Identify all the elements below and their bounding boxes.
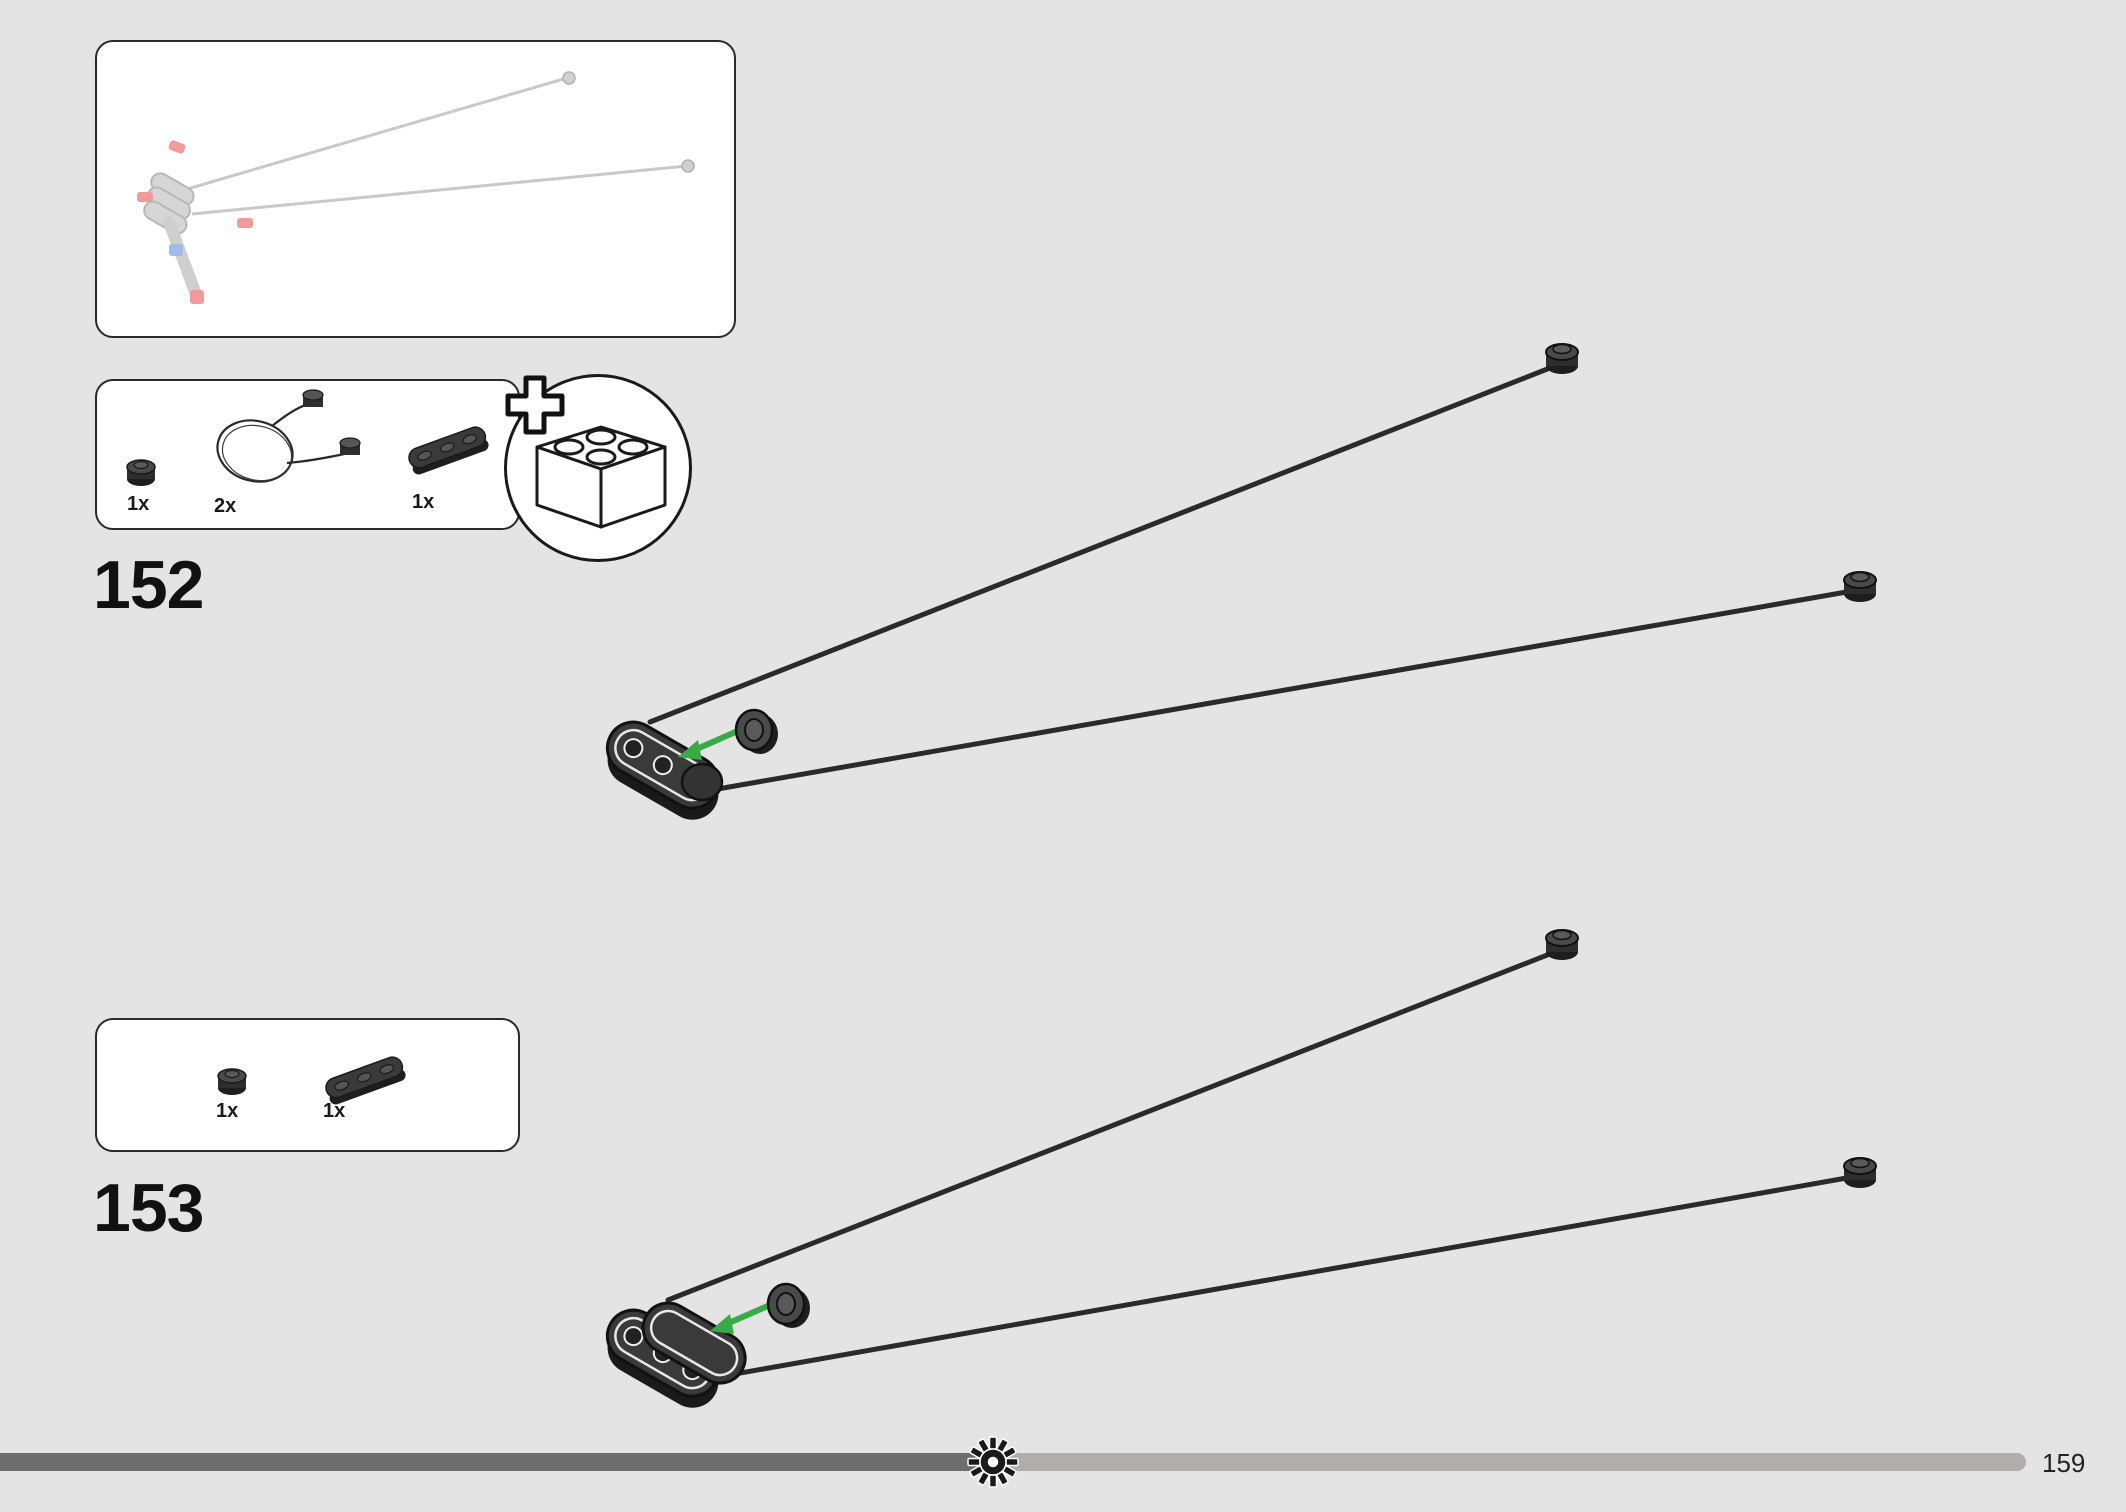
qty-plate-1x3: 1x <box>412 491 435 513</box>
plate-1x3-icon <box>325 1056 406 1105</box>
progress-bar <box>0 1453 2026 1471</box>
round-plate-icon <box>126 459 156 486</box>
parts-illustrations-152 <box>126 389 489 486</box>
qty-round-plate: 1x <box>216 1100 239 1122</box>
qty-string: 2x <box>214 495 237 517</box>
string-with-studs-icon <box>216 389 361 483</box>
faded-model-illustration <box>137 71 695 304</box>
parts-list-step-152: 1x 2x 1x <box>95 379 520 530</box>
previous-model-panel <box>95 40 736 338</box>
parts-illustrations-153 <box>217 1056 406 1105</box>
plate-1x3-icon <box>408 426 489 475</box>
round-plate-icon <box>217 1068 247 1095</box>
step-152-assembly <box>591 343 1877 831</box>
step-number-153: 153 <box>93 1170 204 1246</box>
step-153-assembly <box>591 929 1877 1419</box>
plus-icon <box>505 375 565 435</box>
qty-plate-1x3: 1x <box>323 1100 346 1122</box>
progress-done <box>0 1453 993 1471</box>
page-number: 159 <box>2042 1448 2086 1478</box>
parts-list-step-153: 1x 1x <box>95 1018 520 1152</box>
step-number-152: 152 <box>93 547 204 623</box>
qty-round-plate: 1x <box>127 493 150 515</box>
